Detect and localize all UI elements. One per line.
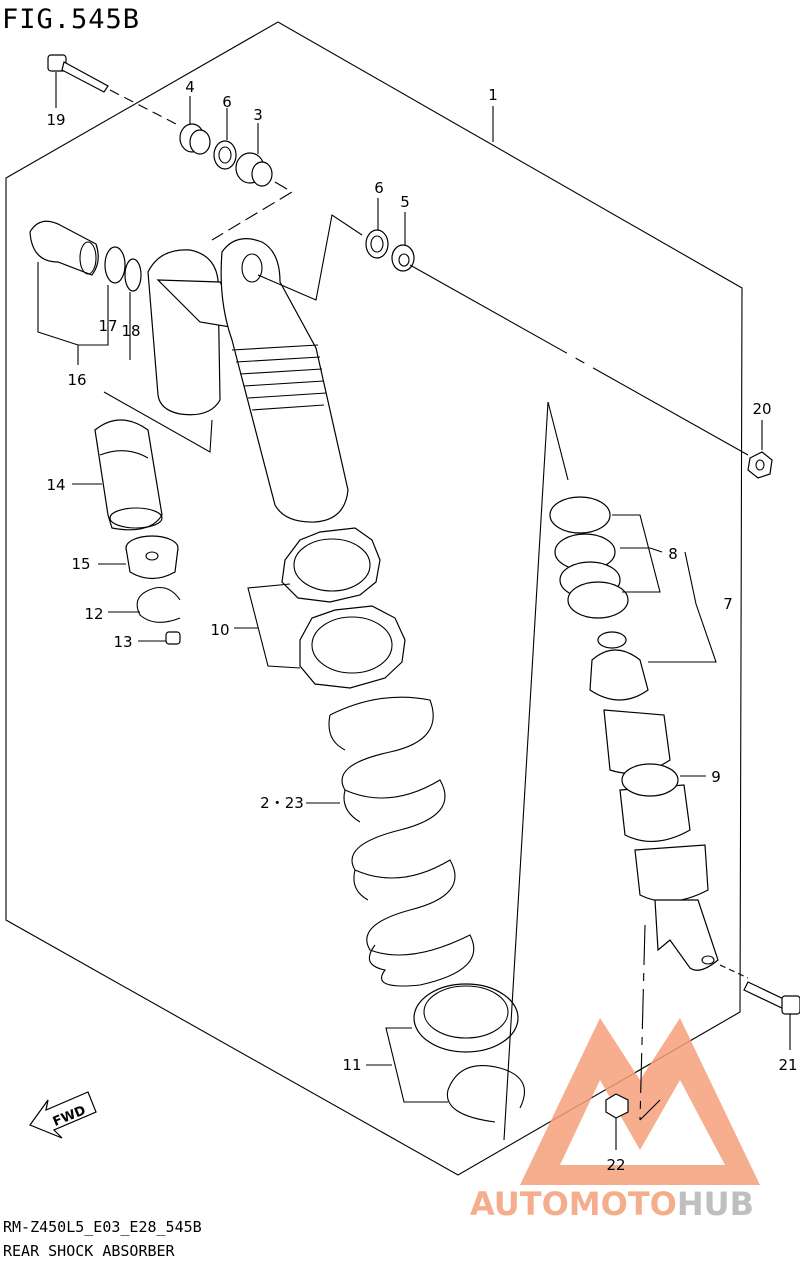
callout-14: 14: [46, 476, 65, 494]
part-5-collar[interactable]: [391, 244, 415, 272]
watermark-word-hub: HUB: [677, 1185, 754, 1223]
callout-1: 1: [488, 86, 498, 104]
part-11-spring-seat[interactable]: [413, 983, 519, 1053]
assembly-outline: [5, 21, 743, 1176]
callout-4: 4: [185, 78, 195, 96]
part-13-valve[interactable]: [165, 631, 181, 645]
part-15-piston[interactable]: [125, 535, 179, 580]
part-4-bushing[interactable]: [179, 123, 211, 155]
svg-text:AUTOMOTOHUB: AUTOMOTOHUB: [470, 1185, 754, 1223]
damper-rod-assembly: [589, 631, 719, 971]
callout-9: 9: [711, 768, 721, 786]
part-18-o-ring[interactable]: [124, 258, 142, 292]
callout-10: 10: [210, 621, 229, 639]
fwd-direction-arrow: FWD: [29, 1091, 97, 1139]
callout-18: 18: [121, 322, 140, 340]
part-17-o-ring[interactable]: [104, 246, 126, 284]
callout-15: 15: [71, 555, 90, 573]
part-16-reservoir-cap[interactable]: [29, 220, 99, 276]
callout-22: 22: [606, 1156, 625, 1174]
part-14-bladder[interactable]: [94, 419, 163, 531]
callout-19: 19: [46, 111, 65, 129]
callout-21: 21: [778, 1056, 797, 1074]
watermark-word-auto: AUTO: [470, 1185, 569, 1223]
diagram-name: REAR SHOCK ABSORBER: [3, 1242, 175, 1260]
part-2-23-shock-spring[interactable]: [328, 696, 475, 987]
callout-16: 16: [67, 371, 86, 389]
part-6-seal-upper[interactable]: [213, 140, 237, 170]
callout-6-upper: 6: [222, 93, 232, 111]
part-3-needle-bearing[interactable]: [235, 152, 273, 187]
callout-8: 8: [668, 545, 678, 563]
watermark-logo: AUTOMOTOHUB: [470, 1018, 760, 1223]
callout-13: 13: [113, 633, 132, 651]
part-6-seal-lower[interactable]: [365, 229, 389, 259]
part-20-nut[interactable]: [747, 451, 773, 479]
part-8-bump-rubber-set[interactable]: [549, 496, 629, 619]
callout-2-23: 2・23: [260, 794, 304, 812]
part-10-spring-adjuster-nut-upper[interactable]: [281, 527, 381, 603]
part-9-bump-stopper[interactable]: [621, 763, 679, 797]
figure-title: FIG.545B: [2, 4, 141, 35]
damper-body: [220, 238, 349, 523]
callout-7: 7: [723, 595, 733, 613]
callout-11: 11: [342, 1056, 361, 1074]
part-22-nut[interactable]: [605, 1093, 629, 1119]
part-19-bolt[interactable]: [47, 54, 181, 127]
diagram-code: RM-Z450L5_E03_E28_545B: [3, 1218, 202, 1236]
callout-6-lower: 6: [374, 179, 384, 197]
callout-17: 17: [98, 317, 117, 335]
part-21-bolt[interactable]: [743, 981, 800, 1015]
part-11-circlip[interactable]: [446, 1065, 525, 1123]
part-12-circlip[interactable]: [136, 586, 181, 623]
callout-3: 3: [253, 106, 263, 124]
callout-20: 20: [752, 400, 771, 418]
callout-5: 5: [400, 193, 410, 211]
part-10-spring-adjuster-nut-lower[interactable]: [299, 605, 406, 689]
watermark-word-moto: MOTO: [569, 1185, 677, 1223]
callout-12: 12: [84, 605, 103, 623]
